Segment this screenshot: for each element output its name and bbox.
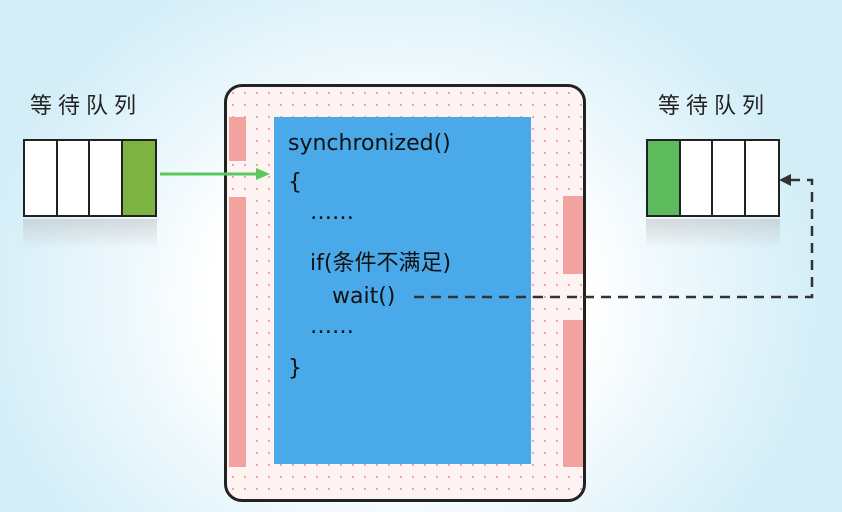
left-queue-reflection	[23, 219, 157, 249]
right-queue-reflection	[646, 219, 780, 249]
left-queue-cell-4	[122, 141, 156, 215]
monitor-exit-bar-top	[563, 196, 583, 274]
code-line-ellipsis-1: ……	[310, 200, 354, 225]
code-line-open-brace: {	[288, 170, 302, 195]
monitor-exit-bar-bottom	[563, 320, 583, 467]
left-queue-title: 等待队列	[30, 94, 143, 119]
code-line-synchronized: synchronized()	[288, 131, 451, 156]
code-line-ellipsis-2: ……	[310, 314, 354, 339]
right-queue-cell-2	[681, 141, 714, 215]
monitor-entry-bar-top	[229, 117, 246, 161]
left-queue	[23, 139, 157, 217]
right-queue-title: 等待队列	[658, 94, 771, 119]
code-line-if-condition: if(条件不满足)	[310, 251, 452, 276]
left-queue-cell-1	[25, 141, 58, 215]
enter-arrow	[160, 168, 270, 180]
right-queue-cell-1	[648, 141, 681, 215]
synchronized-code-block	[274, 117, 531, 464]
left-queue-cell-3	[90, 141, 123, 215]
right-queue	[646, 139, 780, 217]
monitor-entry-bar-bottom	[229, 197, 246, 467]
code-line-close-brace: }	[288, 356, 302, 381]
right-queue-cell-3	[713, 141, 746, 215]
wait-dashed-arrow	[414, 174, 814, 299]
left-queue-cell-2	[58, 141, 91, 215]
code-line-wait: wait()	[332, 284, 396, 309]
